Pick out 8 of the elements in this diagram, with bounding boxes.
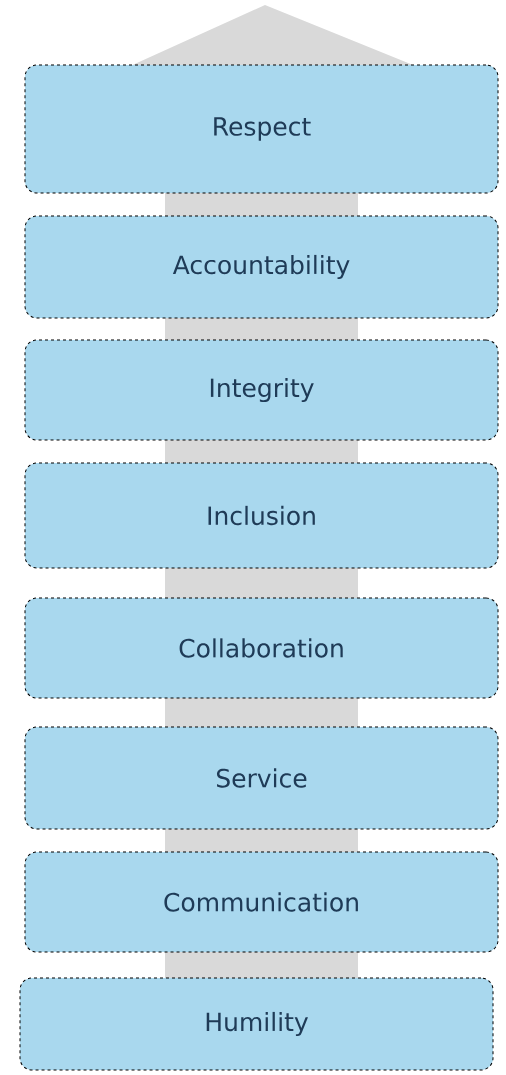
value-box: Accountability xyxy=(24,215,499,319)
value-box: Inclusion xyxy=(24,462,499,569)
value-box: Humility xyxy=(19,977,494,1071)
value-box: Communication xyxy=(24,851,499,953)
value-box: Service xyxy=(24,726,499,830)
value-box: Respect xyxy=(24,64,499,194)
value-box: Collaboration xyxy=(24,597,499,699)
value-box: Integrity xyxy=(24,339,499,441)
